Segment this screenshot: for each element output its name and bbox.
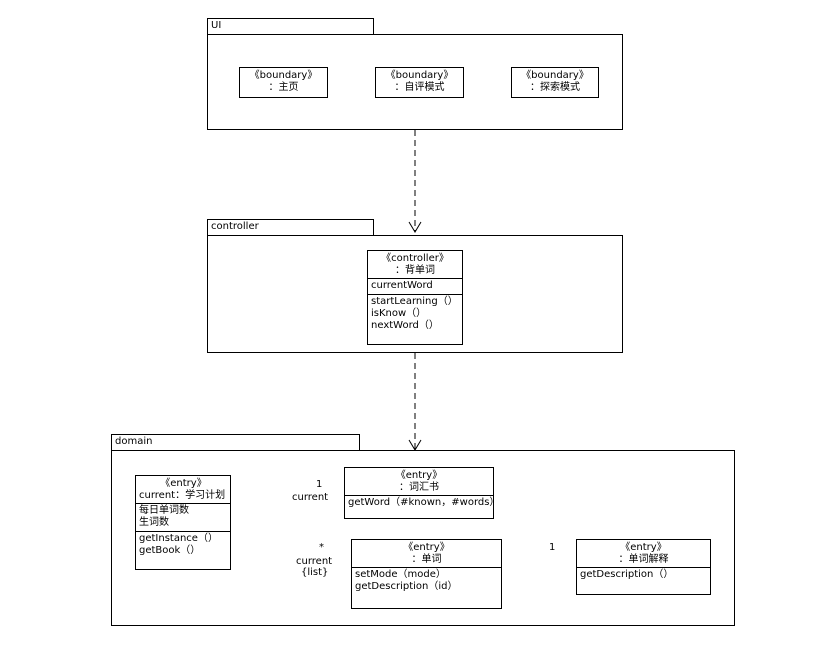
class-study-plan-operations: getInstance（） getBook（） xyxy=(136,531,230,559)
operation-get-word: getWord（#known，#words） xyxy=(348,497,500,508)
class-word-meaning-stereotype: 《entry》 xyxy=(620,542,667,553)
dependency-ui-controller-arrowhead xyxy=(408,221,422,233)
class-word-stereotype: 《entry》 xyxy=(403,542,450,553)
class-home-stereotype: 《boundary》 xyxy=(249,70,318,81)
class-word-meaning-operations: getDescription（） xyxy=(577,567,710,583)
plan-word-constraint: {list} xyxy=(301,567,329,578)
operation-get-description-id: getDescription（id） xyxy=(355,581,458,592)
class-word-meaning-name: ：单词解释 xyxy=(618,554,669,565)
class-vocab-book-stereotype: 《entry》 xyxy=(395,470,443,481)
class-study-plan-name: current：学习计划 xyxy=(139,490,226,501)
package-controller-tab: controller xyxy=(207,219,374,236)
package-ui-name: UI xyxy=(211,20,222,31)
attribute-new-word-count: 生词数 xyxy=(139,517,169,528)
operation-set-mode: setMode（mode） xyxy=(355,569,446,580)
plan-word-multiplicity: * xyxy=(319,542,324,553)
class-recite-name: ：背单词 xyxy=(395,265,435,276)
class-home[interactable]: 《boundary》 ：主页 xyxy=(239,67,328,98)
operation-get-instance: getInstance（） xyxy=(139,533,218,544)
operation-start-learning: startLearning（） xyxy=(371,296,458,307)
class-vocab-book-name: ：词汇书 xyxy=(399,482,439,493)
class-word[interactable]: 《entry》 ：单词 setMode（mode） getDescription… xyxy=(351,539,502,609)
plan-book-multiplicity: 1 xyxy=(316,479,323,490)
class-explore-name: ：探索模式 xyxy=(530,82,580,93)
class-home-name: ：主页 xyxy=(268,82,299,93)
class-study-plan[interactable]: 《entry》 current：学习计划 每日单词数 生词数 getInstan… xyxy=(135,475,231,570)
class-recite-operations: startLearning（） isKnow（） nextWord（） xyxy=(368,294,462,334)
operation-get-description: getDescription（） xyxy=(580,569,674,580)
class-recite-attributes: currentWord xyxy=(368,278,462,294)
class-self-test-name: ：自评模式 xyxy=(394,82,445,93)
word-meaning-multiplicity: 1 xyxy=(549,542,556,553)
class-explore[interactable]: 《boundary》 ：探索模式 xyxy=(511,67,599,98)
plan-book-role: current xyxy=(292,492,329,503)
attribute-current-word: currentWord xyxy=(371,280,433,291)
package-ui-tab: UI xyxy=(207,18,374,35)
class-word-meaning[interactable]: 《entry》 ：单词解释 getDescription（） xyxy=(576,539,711,595)
package-domain-tab: domain xyxy=(111,434,360,451)
operation-get-book: getBook（） xyxy=(139,545,201,556)
class-vocab-book[interactable]: 《entry》 ：词汇书 getWord（#known，#words） xyxy=(344,467,500,519)
class-recite-stereotype: 《controller》 xyxy=(381,253,449,264)
class-study-plan-attributes: 每日单词数 生词数 xyxy=(136,503,230,531)
class-self-test[interactable]: 《boundary》 ：自评模式 xyxy=(375,67,464,98)
class-word-operations: setMode（mode） getDescription（id） xyxy=(352,567,501,595)
package-domain-name: domain xyxy=(115,436,153,447)
class-study-plan-stereotype: 《entry》 xyxy=(160,478,207,489)
plan-word-role: current xyxy=(296,556,333,567)
class-explore-stereotype: 《boundary》 xyxy=(521,70,589,81)
class-vocab-book-operations: getWord（#known，#words） xyxy=(345,495,500,511)
operation-is-know: isKnow（） xyxy=(371,308,427,319)
operation-next-word: nextWord（） xyxy=(371,320,439,331)
package-controller-name: controller xyxy=(211,221,259,232)
attribute-daily-word-count: 每日单词数 xyxy=(139,505,189,516)
class-word-name: ：单词 xyxy=(411,554,442,565)
class-self-test-stereotype: 《boundary》 xyxy=(385,70,454,81)
class-recite-controller[interactable]: 《controller》 ：背单词 currentWord startLearn… xyxy=(367,250,463,345)
